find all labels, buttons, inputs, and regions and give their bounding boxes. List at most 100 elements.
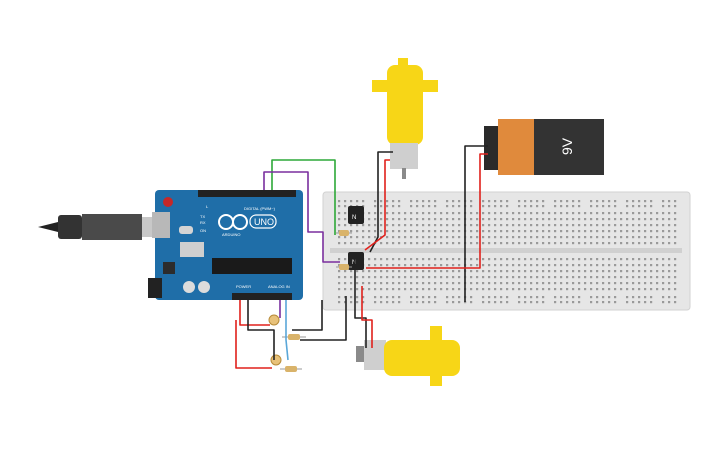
breadboard-hole[interactable]	[482, 276, 485, 279]
breadboard-hole[interactable]	[590, 212, 593, 215]
breadboard-hole[interactable]	[482, 301, 485, 304]
breadboard-hole[interactable]	[470, 200, 473, 203]
breadboard-hole[interactable]	[458, 212, 461, 215]
breadboard-hole[interactable]	[500, 200, 503, 203]
breadboard-hole[interactable]	[590, 236, 593, 239]
breadboard-hole[interactable]	[548, 230, 551, 233]
breadboard-hole[interactable]	[356, 270, 359, 273]
breadboard-hole[interactable]	[656, 236, 659, 239]
breadboard-hole[interactable]	[674, 230, 677, 233]
breadboard-hole[interactable]	[500, 258, 503, 261]
breadboard-hole[interactable]	[668, 258, 671, 261]
breadboard-hole[interactable]	[404, 230, 407, 233]
breadboard-hole[interactable]	[488, 296, 491, 299]
breadboard-hole[interactable]	[548, 212, 551, 215]
breadboard-hole[interactable]	[404, 264, 407, 267]
breadboard-hole[interactable]	[422, 230, 425, 233]
breadboard-hole[interactable]	[566, 270, 569, 273]
breadboard-hole[interactable]	[524, 301, 527, 304]
breadboard-hole[interactable]	[380, 264, 383, 267]
breadboard-hole[interactable]	[446, 288, 449, 291]
breadboard-hole[interactable]	[632, 270, 635, 273]
breadboard-hole[interactable]	[524, 296, 527, 299]
breadboard-hole[interactable]	[662, 276, 665, 279]
breadboard-hole[interactable]	[602, 236, 605, 239]
breadboard-hole[interactable]	[620, 230, 623, 233]
breadboard-hole[interactable]	[344, 258, 347, 261]
breadboard-hole[interactable]	[626, 200, 629, 203]
breadboard-hole[interactable]	[626, 296, 629, 299]
breadboard-hole[interactable]	[506, 212, 509, 215]
breadboard-hole[interactable]	[662, 258, 665, 261]
breadboard-hole[interactable]	[638, 270, 641, 273]
breadboard-hole[interactable]	[356, 236, 359, 239]
breadboard-hole[interactable]	[422, 296, 425, 299]
breadboard-hole[interactable]	[542, 282, 545, 285]
breadboard-hole[interactable]	[494, 236, 497, 239]
breadboard-hole[interactable]	[650, 258, 653, 261]
breadboard-hole[interactable]	[446, 282, 449, 285]
breadboard-hole[interactable]	[536, 282, 539, 285]
reset-button[interactable]	[163, 197, 173, 207]
transistor-q2[interactable]: N	[348, 252, 364, 270]
breadboard-hole[interactable]	[392, 224, 395, 227]
breadboard-hole[interactable]	[434, 276, 437, 279]
breadboard-hole[interactable]	[656, 242, 659, 245]
transistor-q1[interactable]: N	[348, 206, 364, 224]
breadboard-hole[interactable]	[590, 224, 593, 227]
breadboard-hole[interactable]	[530, 282, 533, 285]
breadboard-hole[interactable]	[674, 264, 677, 267]
breadboard-hole[interactable]	[560, 258, 563, 261]
breadboard-hole[interactable]	[650, 301, 653, 304]
breadboard-hole[interactable]	[524, 282, 527, 285]
breadboard-hole[interactable]	[590, 200, 593, 203]
breadboard-hole[interactable]	[530, 236, 533, 239]
breadboard-hole[interactable]	[338, 200, 341, 203]
breadboard-hole[interactable]	[380, 218, 383, 221]
breadboard-hole[interactable]	[536, 258, 539, 261]
breadboard-hole[interactable]	[392, 288, 395, 291]
breadboard-hole[interactable]	[506, 230, 509, 233]
breadboard-hole[interactable]	[536, 205, 539, 208]
breadboard-hole[interactable]	[572, 258, 575, 261]
usb-cable[interactable]	[38, 214, 164, 240]
breadboard-hole[interactable]	[548, 224, 551, 227]
breadboard-hole[interactable]	[590, 264, 593, 267]
breadboard-hole[interactable]	[374, 270, 377, 273]
breadboard-hole[interactable]	[548, 288, 551, 291]
breadboard-hole[interactable]	[554, 301, 557, 304]
breadboard-hole[interactable]	[626, 258, 629, 261]
breadboard-hole[interactable]	[548, 242, 551, 245]
breadboard-hole[interactable]	[650, 218, 653, 221]
breadboard-hole[interactable]	[350, 282, 353, 285]
breadboard-hole[interactable]	[518, 236, 521, 239]
breadboard-hole[interactable]	[578, 236, 581, 239]
breadboard-hole[interactable]	[584, 264, 587, 267]
breadboard-hole[interactable]	[668, 264, 671, 267]
breadboard-hole[interactable]	[440, 282, 443, 285]
breadboard-hole[interactable]	[500, 205, 503, 208]
breadboard-hole[interactable]	[662, 236, 665, 239]
breadboard-hole[interactable]	[584, 288, 587, 291]
breadboard-hole[interactable]	[626, 264, 629, 267]
breadboard-hole[interactable]	[500, 212, 503, 215]
breadboard-hole[interactable]	[548, 236, 551, 239]
breadboard-hole[interactable]	[392, 200, 395, 203]
breadboard-hole[interactable]	[362, 200, 365, 203]
breadboard-hole[interactable]	[524, 218, 527, 221]
breadboard-hole[interactable]	[632, 212, 635, 215]
breadboard-hole[interactable]	[380, 200, 383, 203]
breadboard-hole[interactable]	[392, 276, 395, 279]
breadboard-hole[interactable]	[560, 276, 563, 279]
breadboard-hole[interactable]	[356, 301, 359, 304]
breadboard-hole[interactable]	[440, 236, 443, 239]
breadboard-hole[interactable]	[596, 296, 599, 299]
breadboard-hole[interactable]	[410, 242, 413, 245]
breadboard-hole[interactable]	[482, 236, 485, 239]
breadboard-hole[interactable]	[500, 270, 503, 273]
breadboard-hole[interactable]	[572, 276, 575, 279]
breadboard-hole[interactable]	[416, 258, 419, 261]
breadboard-hole[interactable]	[608, 242, 611, 245]
breadboard-hole[interactable]	[482, 282, 485, 285]
breadboard-hole[interactable]	[446, 264, 449, 267]
